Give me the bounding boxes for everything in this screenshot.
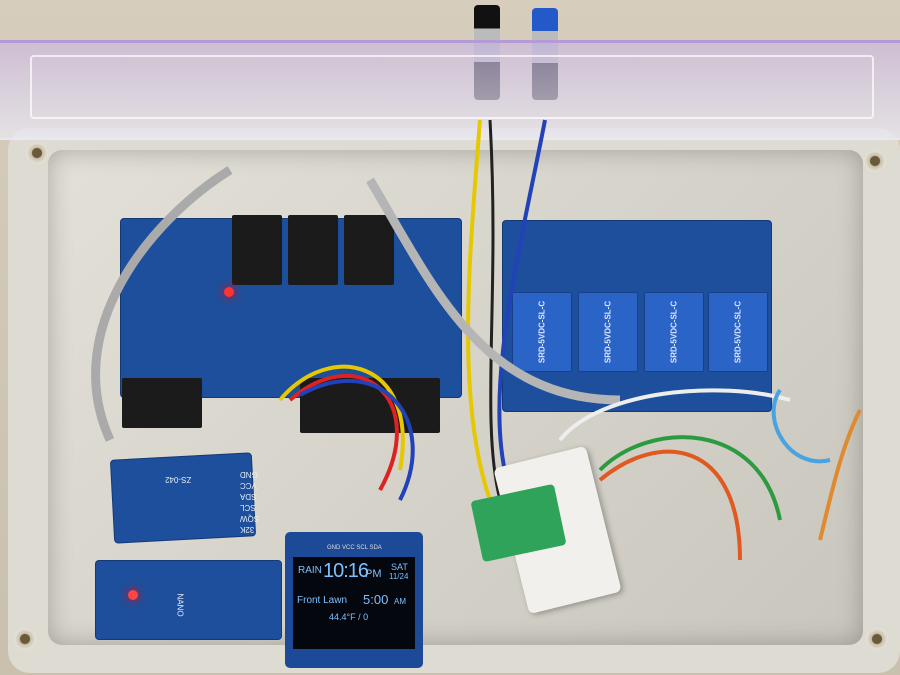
wire-green <box>598 435 782 521</box>
cable-gray <box>91 166 233 442</box>
oled-time-suffix: PM <box>365 568 382 580</box>
relay: SRD-5VDC-SL-C <box>512 292 572 372</box>
rj-jack <box>300 378 440 433</box>
oled-screen: RAIN 10:16 PM SAT 11/24 Front Lawn 5:00 … <box>293 557 415 649</box>
oled-display: GND VCC SCL SDA RAIN 10:16 PM SAT 11/24 … <box>285 532 423 668</box>
oled-next-time: 5:00 <box>363 592 389 607</box>
screw-icon <box>864 150 886 172</box>
wire-yellow <box>466 119 492 501</box>
relay: SRD-5VDC-SL-C <box>644 292 704 372</box>
relay: SRD-5VDC-SL-C <box>708 292 768 372</box>
oled-zone: Front Lawn <box>297 595 348 606</box>
wire-yellow <box>278 364 405 471</box>
oled-mode: RAIN <box>298 565 322 576</box>
wire-blue <box>299 378 415 501</box>
wire-blue <box>497 119 547 491</box>
screw-icon <box>866 628 888 650</box>
oled-next-suffix: AM <box>394 597 406 606</box>
rj-jack <box>288 215 338 285</box>
rj-jack <box>344 215 394 285</box>
power-led <box>224 287 234 297</box>
screw-icon <box>14 628 36 650</box>
wire-black <box>488 119 502 501</box>
wire-orange <box>818 409 862 541</box>
arduino-nano <box>95 560 282 640</box>
oled-date: 11/24 <box>389 572 409 581</box>
nano-led <box>128 590 138 600</box>
cable-gray <box>366 177 621 405</box>
rj-jack <box>232 215 282 285</box>
lid-rim <box>30 55 874 119</box>
oled-header-pins: GND VCC SCL SDA <box>327 545 382 551</box>
oled-time: 10:16 <box>323 560 369 582</box>
wire-orange <box>598 449 742 561</box>
wire-lightblue <box>771 388 831 464</box>
rj-jack <box>122 378 202 428</box>
oled-day: SAT <box>391 562 408 572</box>
screw-icon <box>26 142 48 164</box>
oled-reading: 44.4°F / 0 <box>329 612 369 622</box>
wire-white <box>558 388 791 442</box>
relay: SRD-5VDC-SL-C <box>578 292 638 372</box>
